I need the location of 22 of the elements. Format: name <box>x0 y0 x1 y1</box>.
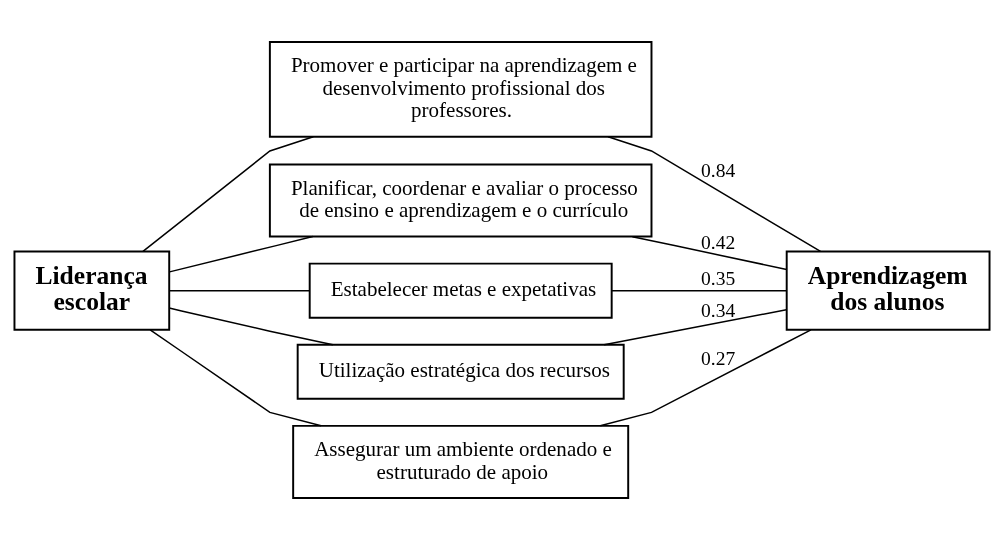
edge-label: 0.84 <box>701 160 736 182</box>
edge-label: 0.27 <box>701 347 736 369</box>
node-box: Assegurar um ambiente ordenado e estruturado de apoio <box>292 424 630 499</box>
node-box: Promover e participar na aprendizagem e desenvolvimento profissional dos professores. <box>268 41 653 138</box>
connector <box>168 235 314 273</box>
connector <box>168 307 334 346</box>
connector <box>607 136 822 253</box>
node-box: Planificar, coordenar e avaliar o processo de ensino e aprendizagem e o currículo <box>268 163 653 238</box>
node-box: Aprendizagem dos alunos <box>785 250 991 331</box>
node-box: Utilização estratégica dos recursos <box>296 343 625 400</box>
node-box: Estabelecer metas e expetativas <box>308 262 613 319</box>
edge-label: 0.35 <box>701 268 736 290</box>
connector <box>611 289 787 292</box>
connector <box>631 235 788 271</box>
connector <box>603 309 788 346</box>
edge-label: 0.34 <box>701 299 736 321</box>
node-box: Liderança escolar <box>13 250 171 331</box>
connector <box>599 329 812 427</box>
connector <box>142 136 315 253</box>
edge-label: 0.42 <box>701 232 736 254</box>
connector <box>149 329 322 427</box>
connector <box>168 289 310 292</box>
